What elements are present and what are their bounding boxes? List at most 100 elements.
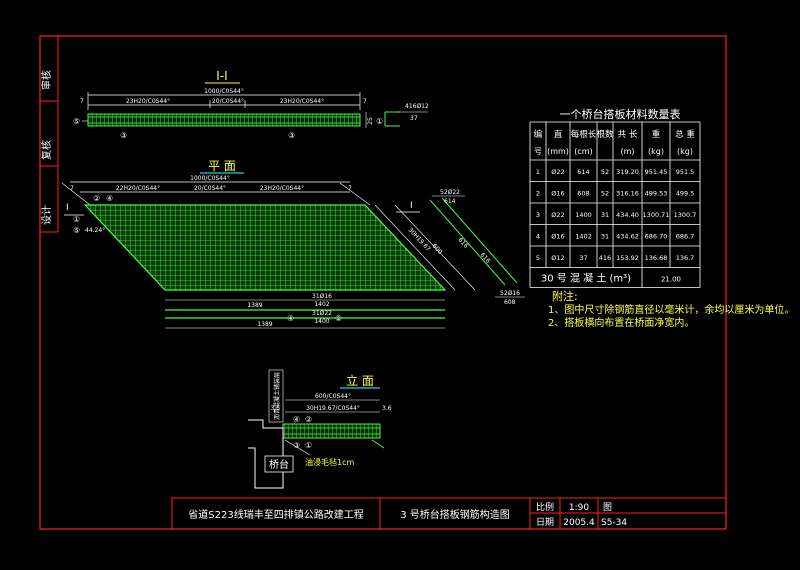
- section-top-dim: 1000/C0S44°: [204, 88, 244, 95]
- table-cell-r3-c2: 1400: [575, 211, 592, 219]
- table-cell-r3-c3: 31: [601, 211, 609, 219]
- table-cell-r5-c1: Ø12: [551, 254, 564, 262]
- table-header-4: 共 长: [618, 129, 638, 140]
- table-cell-r5-c3: 416: [599, 254, 611, 262]
- table-header-unit-2: (cm): [574, 147, 592, 156]
- plan-left-dim: 22H20/C0S44°: [116, 185, 160, 192]
- table-cell-r2-c1: Ø16: [551, 190, 564, 198]
- abutment-label: 桥台: [269, 458, 289, 471]
- plan-diag-dim-3: 616: [457, 237, 470, 250]
- elevation-slab: [282, 423, 381, 439]
- section-thickness: 25: [367, 117, 374, 125]
- table-cell-r1-c2: 614: [577, 168, 589, 176]
- table-cell-r3-c4: 434.40: [616, 211, 639, 219]
- plan-section-mark-right: I: [410, 201, 413, 211]
- section-marker-5: ⑤: [73, 117, 80, 126]
- plan-marker-2: ②: [93, 194, 100, 203]
- plan-bottom-rebar-2: 31Ø22: [312, 310, 332, 317]
- table-header-unit-4: (m): [620, 147, 634, 156]
- table-cell-r2-c6: 499.5: [676, 190, 695, 198]
- plan-bottom-rebar-2-len: 1400: [314, 318, 329, 325]
- title-date-value: 2005.4: [563, 518, 595, 528]
- section-left-dim: 23H20/C0S44°: [126, 98, 170, 105]
- material-table: 一个桥台搭板材料数量表 编直每根长根数共 长重总 重号(mm)(cm)(m)(k…: [529, 107, 701, 288]
- plan-top-dim: 1000/C0S44°: [190, 175, 230, 182]
- elevation-right-dim: 3.6: [382, 405, 392, 412]
- elevation-top-dim: 600/C0S44°: [315, 393, 351, 400]
- title-fig-number: S5-34: [601, 518, 627, 528]
- plan-diag-dim-4: 616: [479, 252, 492, 265]
- table-header-unit-5: (kg): [648, 147, 664, 156]
- section-title: I-I: [216, 69, 227, 83]
- notes-title: 附注:: [552, 289, 578, 303]
- plan-right-bottom-label: 52Ø16: [500, 290, 520, 297]
- elevation-title: 立 面: [346, 373, 374, 388]
- material-table-title: 一个桥台搭板材料数量表: [560, 107, 681, 121]
- section-edge-dim-right: 7: [363, 98, 367, 105]
- table-header-unit-1: (mm): [547, 147, 569, 156]
- plan-right-dim: 23H20/C0S44°: [260, 185, 304, 192]
- table-cell-r5-c2: 37: [579, 254, 587, 262]
- section-right-dim: 23H20/C0S44°: [280, 98, 324, 105]
- elevation-marker-2: ②: [305, 415, 312, 424]
- plan-diag-dim-1: 600: [431, 243, 444, 256]
- notes-block: 附注: 1、图中尺寸除钢筋直径以毫米计，余均以厘米为单位。 2、搭板横向布置在桥…: [548, 289, 794, 329]
- section-slab: [87, 113, 361, 127]
- elevation-view: 立 面 600/C0S44° 30H19.67/C0S44° 3.6 3.6 沥…: [248, 369, 392, 489]
- title-project: 省道S223线瑞丰至四排镇公路改建工程: [188, 508, 363, 521]
- plan-bottom-len-2: 1389: [257, 321, 272, 328]
- table-header-5: 重: [652, 129, 661, 140]
- elevation-marker-3: ③: [293, 441, 300, 450]
- table-cell-r1-c4: 319.20: [616, 168, 639, 176]
- title-scale-value: 1:90: [569, 503, 589, 513]
- title-fig-label: 图: [603, 502, 612, 513]
- section-side-value: 37: [410, 115, 418, 122]
- abutment-outline: [248, 419, 284, 489]
- elevation-left-dim: 3.6: [270, 405, 280, 412]
- side-label-check: 复核: [40, 140, 53, 160]
- plan-marker-5: ⑤: [73, 226, 80, 235]
- table-concrete-label: 30 号 混 凝 土 (m³): [541, 272, 631, 285]
- plan-right-top-value: 614: [444, 198, 456, 205]
- table-cell-r3-c6: 1300.7: [674, 211, 697, 219]
- elevation-note: 油浸毛毡1cm: [305, 457, 354, 467]
- section-mid-dim: 20/C0S44°: [212, 98, 244, 105]
- table-cell-r5-c5: 136.68: [645, 254, 668, 262]
- table-header-0: 编: [534, 129, 543, 140]
- table-cell-r1-c0: 1: [536, 168, 540, 176]
- plan-edge-dim-left: 7: [70, 185, 74, 192]
- table-cell-r4-c2: 1402: [575, 233, 592, 241]
- table-cell-r1-c6: 951.5: [676, 168, 695, 176]
- table-cell-r4-c0: 4: [536, 233, 540, 241]
- side-approval-labels: 审核 复核 设计: [40, 70, 53, 225]
- side-label-review: 审核: [40, 70, 53, 90]
- table-cell-r3-c0: 3: [536, 211, 540, 219]
- plan-bottom-rebar-1: 31Ø16: [312, 293, 332, 300]
- table-cell-r4-c4: 434.62: [616, 233, 639, 241]
- table-cell-r2-c5: 499.53: [645, 190, 668, 198]
- plan-bottom-rebar-1-len: 1402: [314, 301, 329, 308]
- table-cell-r4-c3: 31: [601, 233, 609, 241]
- table-cell-r5-c4: 153.92: [616, 254, 639, 262]
- section-marker-1: ①: [376, 117, 383, 126]
- section-view: I-I 1000/C0S44° 23H20/C0S44° 20/C0S44° 2…: [73, 69, 429, 140]
- plan-marker-1: ①: [73, 215, 80, 224]
- title-date-label: 日期: [536, 517, 554, 528]
- table-cell-r3-c5: 1300.71: [643, 211, 670, 219]
- plan-right-top-label: 52Ø22: [440, 189, 460, 196]
- plan-marker-4: ④: [106, 194, 113, 203]
- table-cell-r3-c1: Ø22: [551, 211, 564, 219]
- table-cell-r1-c5: 951.45: [645, 168, 668, 176]
- table-header-1: 直: [554, 129, 563, 140]
- notes-line-2: 2、搭板横向布置在桥面净宽内。: [548, 316, 694, 329]
- plan-slab-mesh: [83, 204, 447, 291]
- abutment-label-box: [264, 455, 294, 473]
- section-side-label: 416Ø12: [405, 103, 429, 110]
- table-cell-r2-c2: 608: [577, 190, 589, 198]
- table-header-unit-6: (kg): [677, 147, 693, 156]
- elevation-sub-dim: 30H19.67/C0S44°: [306, 405, 360, 412]
- title-drawing: 3 号桥台搭板钢筋构造图: [400, 508, 510, 521]
- plan-edge-dim-right: 7: [348, 185, 352, 192]
- table-cell-r5-c6: 136.7: [676, 254, 695, 262]
